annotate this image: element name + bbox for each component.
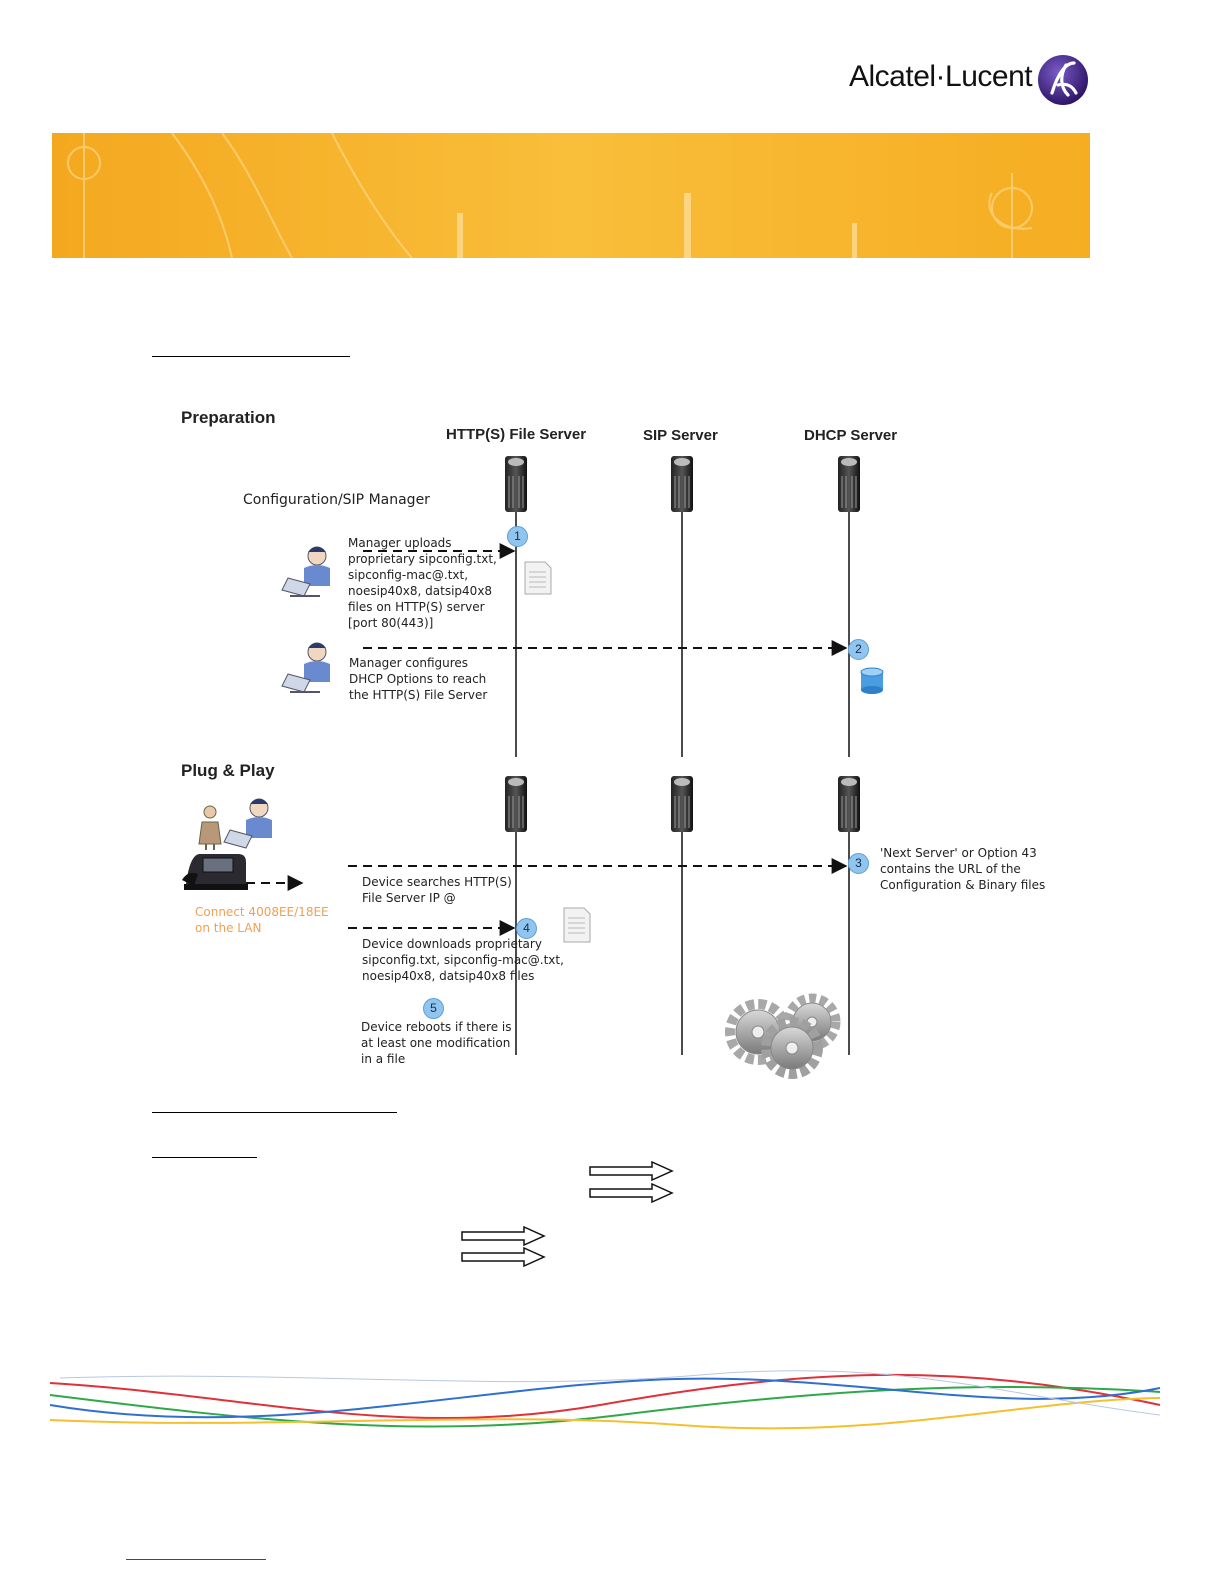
device-search-text: Device searches HTTP(S) File Server IP @ (362, 874, 512, 906)
step1-line: sipconfig-mac@.txt, (348, 568, 469, 582)
gears-icon (725, 993, 841, 1079)
document-icon (524, 561, 552, 595)
device-search-line: Device searches HTTP(S) (362, 875, 512, 889)
device-search-line: File Server IP @ (362, 891, 456, 905)
section-plug-play: Plug & Play (181, 761, 275, 780)
step2-line: Manager configures (349, 656, 469, 670)
step5-line: in a file (361, 1052, 406, 1066)
sip-server-header: SIP Server (643, 427, 718, 444)
double-arrow-icon (589, 1160, 674, 1204)
document-icon (563, 907, 591, 943)
step1-line: proprietary sipconfig.txt, (348, 552, 497, 566)
step5-text: Device reboots if there is at least one … (361, 1019, 512, 1067)
step3-line: Configuration & Binary files (880, 878, 1046, 892)
footer-waves (49, 1370, 1161, 1430)
step1-line: Manager uploads (348, 536, 452, 550)
step2-text: Manager configures DHCP Options to reach… (349, 655, 487, 703)
connect-line: on the LAN (195, 921, 262, 935)
heading-underline-3 (152, 1157, 257, 1158)
step2-line: DHCP Options to reach (349, 672, 487, 686)
double-arrow-icon (461, 1225, 546, 1268)
step-badge-1: 1 (507, 526, 528, 547)
lifelines-preparation (515, 512, 850, 757)
step1-text: Manager uploads proprietary sipconfig.tx… (348, 535, 497, 631)
step4-text: Device downloads proprietary sipconfig.t… (362, 936, 564, 984)
step2-line: the HTTP(S) File Server (349, 688, 488, 702)
manager-at-laptop-icon (223, 798, 272, 849)
step1-line: [port 80(443)] (348, 616, 434, 630)
manager-label: Configuration/SIP Manager (243, 492, 430, 508)
step4-line: sipconfig.txt, sipconfig-mac@.txt, (362, 953, 564, 967)
server-icon (505, 456, 527, 512)
manager-at-laptop-icon (281, 642, 330, 693)
step-badge-2: 2 (848, 639, 869, 660)
server-icon (671, 776, 693, 832)
step1-line: files on HTTP(S) server (348, 600, 485, 614)
dhcp-server-header: DHCP Server (804, 427, 898, 444)
heading-underline-1 (152, 356, 350, 357)
step-badge-3: 3 (848, 853, 869, 874)
step-badge-4: 4 (516, 918, 537, 939)
step1-line: noesip40x8, datsip40x8 (348, 584, 493, 598)
logo-text: Alcatel·Lucent (849, 60, 1033, 93)
server-icon (671, 456, 693, 512)
footer-link-underline[interactable] (126, 1559, 266, 1560)
server-icon (505, 776, 527, 832)
step3-line: contains the URL of the (880, 862, 1021, 876)
alcatel-lucent-logo-icon (1038, 55, 1088, 105)
desk-phone-icon (182, 854, 248, 890)
server-icon (838, 776, 860, 832)
section-preparation: Preparation (181, 408, 276, 427)
connect-label: Connect 4008EE/18EE on the LAN (195, 904, 329, 936)
step3-text: 'Next Server' or Option 43 contains the … (880, 845, 1045, 893)
step4-line: Device downloads proprietary (362, 937, 542, 951)
database-icon (860, 667, 884, 694)
http-server-header: HTTP(S) File Server (446, 426, 587, 443)
heading-underline-2 (152, 1112, 397, 1113)
step5-line: Device reboots if there is (361, 1020, 512, 1034)
step5-line: at least one modification (361, 1036, 511, 1050)
step3-line: 'Next Server' or Option 43 (880, 846, 1037, 860)
user-on-phone-icon (198, 805, 222, 850)
banner-decoration (67, 133, 1033, 258)
server-icon (838, 456, 860, 512)
step4-line: noesip40x8, datsip40x8 files (362, 969, 535, 983)
connect-line: Connect 4008EE/18EE (195, 905, 329, 919)
manager-at-laptop-icon (281, 546, 330, 597)
step-badge-5: 5 (423, 998, 444, 1019)
header-banner (52, 133, 1090, 258)
